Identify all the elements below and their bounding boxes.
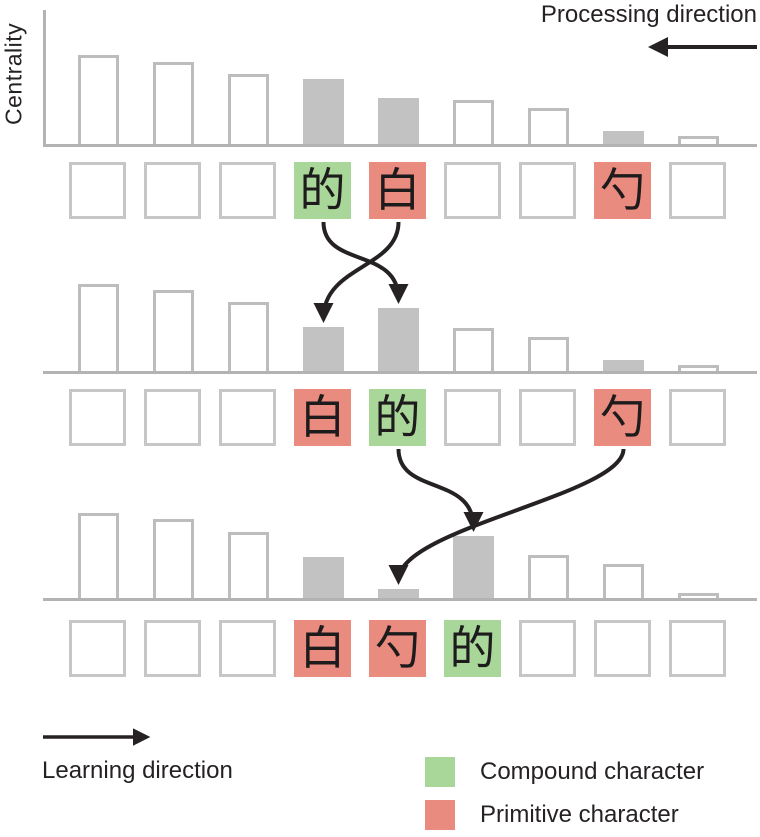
bar-step-1-pos1 <box>78 55 119 144</box>
character-glyph: 勺 <box>599 164 646 216</box>
empty-box-step-1-pos9 <box>669 162 726 219</box>
processing-direction-label: Processing direction <box>540 1 757 28</box>
char-box-step-1-pos8: 勺 <box>594 162 651 219</box>
bar-step-3-pos8 <box>603 564 644 598</box>
char-box-step-3-pos5: 勺 <box>369 620 426 677</box>
character-glyph: 的 <box>299 164 346 216</box>
empty-box-step-3-pos8 <box>594 620 651 677</box>
swap-arrow-勺-step2-to-step3 <box>388 448 626 585</box>
bar-step-1-pos3 <box>228 74 269 144</box>
empty-box-step-1-pos7 <box>519 162 576 219</box>
swap-arrow-的-step2-to-step3 <box>396 448 484 532</box>
character-glyph: 的 <box>449 622 496 674</box>
char-box-step-3-pos6: 的 <box>444 620 501 677</box>
empty-box-step-2-pos6 <box>444 389 501 446</box>
char-box-step-2-pos8: 勺 <box>594 389 651 446</box>
baseline-step-3 <box>43 598 757 601</box>
bar-step-2-pos5 <box>378 308 419 371</box>
character-glyph: 白 <box>299 391 346 443</box>
bar-step-2-pos4 <box>303 327 344 371</box>
legend-item-primitive: Primitive character <box>425 800 679 830</box>
character-glyph: 白 <box>299 622 346 674</box>
swap-arrow-的-step1-to-step2 <box>321 221 409 304</box>
baseline-step-1 <box>43 144 757 147</box>
char-box-step-2-pos5: 的 <box>369 389 426 446</box>
primitive-swatch <box>425 800 455 830</box>
empty-box-step-2-pos3 <box>219 389 276 446</box>
bar-step-1-pos7 <box>528 108 569 144</box>
character-glyph: 勺 <box>599 391 646 443</box>
bar-step-3-pos1 <box>78 513 119 598</box>
bar-step-1-pos6 <box>453 100 494 144</box>
bar-step-3-pos2 <box>153 519 194 598</box>
bar-step-2-pos8 <box>603 360 644 371</box>
swap-arrow-白-step1-to-step2 <box>313 221 401 323</box>
bar-step-1-pos8 <box>603 131 644 144</box>
compound-swatch <box>425 757 455 787</box>
bar-step-2-pos6 <box>453 328 494 371</box>
bar-step-1-pos5 <box>378 98 419 144</box>
empty-box-step-3-pos9 <box>669 620 726 677</box>
char-box-step-2-pos4: 白 <box>294 389 351 446</box>
empty-box-step-2-pos1 <box>69 389 126 446</box>
bar-step-3-pos4 <box>303 557 344 598</box>
empty-box-step-2-pos2 <box>144 389 201 446</box>
char-box-step-1-pos5: 白 <box>369 162 426 219</box>
empty-box-step-2-pos9 <box>669 389 726 446</box>
empty-box-step-1-pos2 <box>144 162 201 219</box>
bar-step-3-pos9 <box>678 593 719 598</box>
char-box-step-3-pos4: 白 <box>294 620 351 677</box>
empty-box-step-1-pos3 <box>219 162 276 219</box>
bar-step-3-pos7 <box>528 555 569 598</box>
bar-step-1-pos2 <box>153 62 194 144</box>
y-axis-line <box>43 10 46 144</box>
legend-item-label: Compound character <box>480 758 705 785</box>
bar-step-3-pos6 <box>453 536 494 598</box>
bar-step-1-pos9 <box>678 136 719 144</box>
baseline-step-2 <box>43 371 757 374</box>
bar-step-3-pos3 <box>228 532 269 598</box>
bar-step-2-pos9 <box>678 365 719 371</box>
bar-step-2-pos7 <box>528 337 569 371</box>
learning-direction-label: Learning direction <box>42 757 233 784</box>
empty-box-step-3-pos7 <box>519 620 576 677</box>
bar-step-2-pos1 <box>78 284 119 371</box>
character-glyph: 勺 <box>374 622 421 674</box>
legend-item-compound: Compound character <box>425 757 704 787</box>
empty-box-step-2-pos7 <box>519 389 576 446</box>
character-glyph: 的 <box>374 391 421 443</box>
y-axis-label: Centrality <box>0 22 27 126</box>
empty-box-step-3-pos3 <box>219 620 276 677</box>
character-glyph: 白 <box>374 164 421 216</box>
bar-step-2-pos2 <box>153 290 194 371</box>
empty-box-step-1-pos6 <box>444 162 501 219</box>
legend-item-label: Primitive character <box>480 801 679 828</box>
bar-step-2-pos3 <box>228 302 269 371</box>
bar-step-1-pos4 <box>303 79 344 144</box>
empty-box-step-3-pos2 <box>144 620 201 677</box>
char-box-step-1-pos4: 的 <box>294 162 351 219</box>
empty-box-step-3-pos1 <box>69 620 126 677</box>
bar-step-3-pos5 <box>378 589 419 598</box>
empty-box-step-1-pos1 <box>69 162 126 219</box>
